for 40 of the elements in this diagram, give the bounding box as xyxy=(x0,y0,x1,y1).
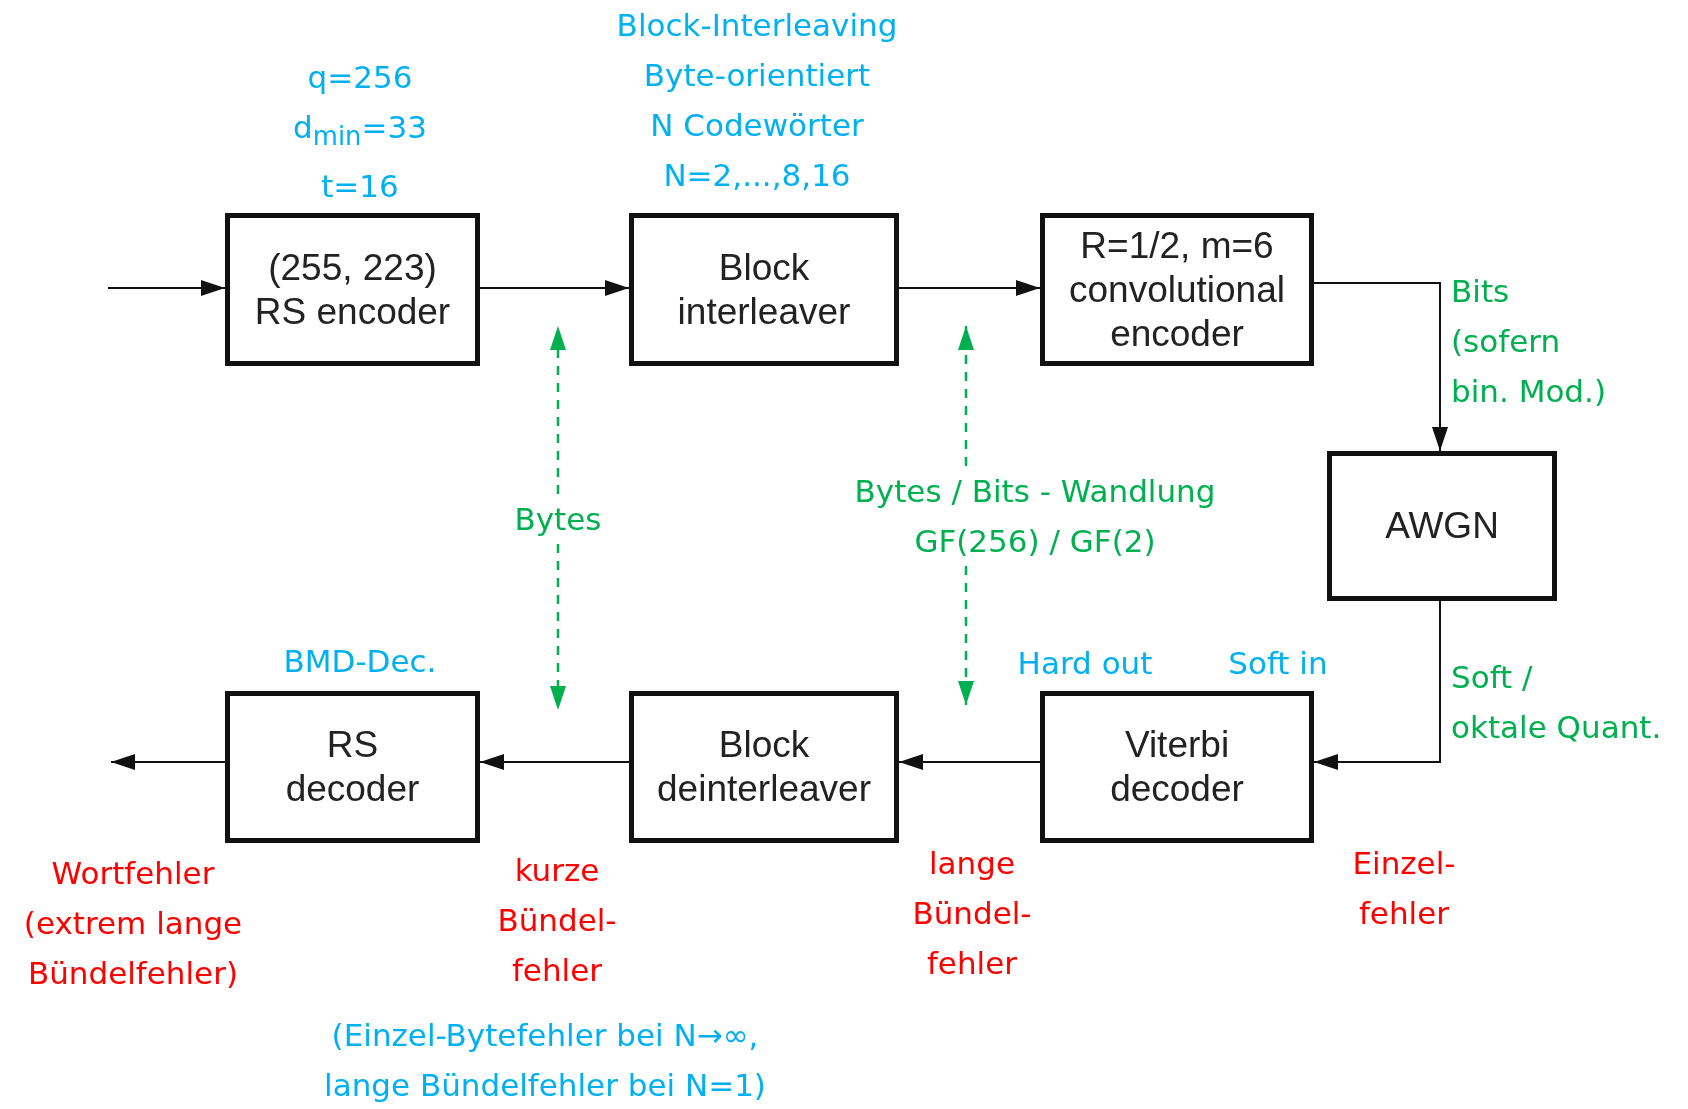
box-label: RS decoder xyxy=(285,723,420,811)
arrow xyxy=(898,280,1041,296)
edge-label: lange Bündel- fehler xyxy=(912,844,1032,983)
arrow xyxy=(1313,282,1448,452)
annotation-text: Soft in xyxy=(1228,644,1328,683)
process-box xyxy=(629,213,899,366)
box-label: Viterbi decoder xyxy=(1110,723,1244,811)
process-box xyxy=(1040,213,1314,366)
arrow xyxy=(479,754,630,770)
process-box xyxy=(629,691,899,843)
edge-label: Soft / oktale Quant. xyxy=(1451,658,1662,747)
process-box xyxy=(225,213,480,366)
annotation-text: Bytes xyxy=(514,494,602,544)
annotation-text: Bytes / Bits - Wandlung GF(256) / GF(2) xyxy=(854,466,1216,566)
box-label: Block interleaver xyxy=(677,245,851,334)
box-label: AWGN xyxy=(1385,504,1499,548)
process-box xyxy=(1327,451,1557,601)
box-label: R=1/2, m=6 convolutional encoder xyxy=(1069,223,1285,356)
note-text: (Einzel-Bytefehler bei N→∞, lange Bündelfehler bei N=1) xyxy=(324,1016,766,1105)
arrow xyxy=(479,280,630,296)
arrow xyxy=(1313,600,1441,770)
process-box xyxy=(1040,691,1314,843)
arrow xyxy=(110,754,226,770)
annotation-text: Hard out xyxy=(1017,644,1153,683)
dashed-arrow xyxy=(958,326,974,466)
dashed-arrow xyxy=(550,326,566,494)
arrow xyxy=(898,754,1041,770)
edge-label: kurze Bündel- fehler xyxy=(497,851,617,990)
arrow xyxy=(107,280,226,296)
annotation-text: Block-Interleaving Byte-orientiert N Codewörter N=2,...,8,16 xyxy=(616,6,898,195)
annotation-text: q=256 d$_{min}$=33 t=16 xyxy=(293,58,427,207)
dashed-arrow xyxy=(550,544,566,710)
dashed-arrow xyxy=(958,566,974,705)
annotation-text: BMD-Dec. xyxy=(283,642,437,681)
process-box xyxy=(225,691,480,843)
box-label: (255, 223) RS encoder xyxy=(254,245,451,334)
edge-label: Bits (sofern bin. Mod.) xyxy=(1451,272,1606,411)
note-text: Einzel- fehler xyxy=(1352,844,1456,933)
box-label: Block deinterleaver xyxy=(657,723,871,811)
edge-label: Wortfehler (extrem lange Bündelfehler) xyxy=(23,854,243,993)
